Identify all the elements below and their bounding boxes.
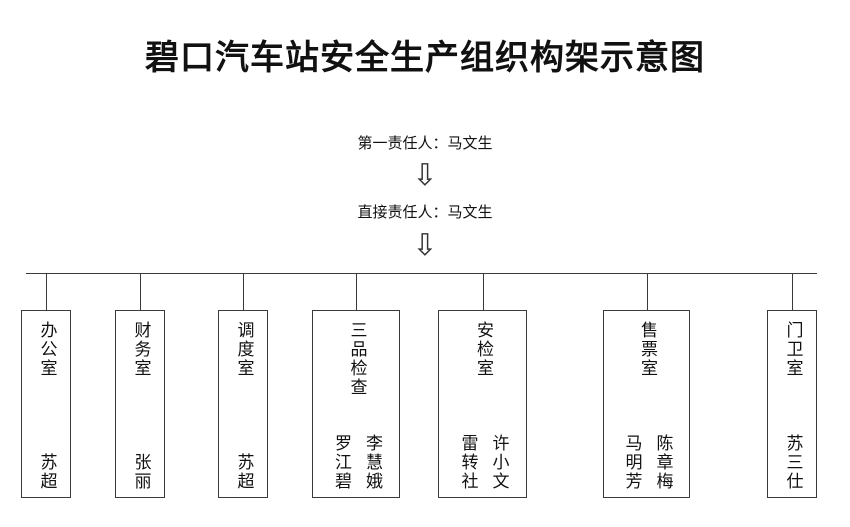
- department-staff-list: 张丽: [130, 453, 151, 491]
- department-staff-list: 苏超: [36, 453, 57, 491]
- department-name: 售票室: [637, 321, 657, 378]
- connector-stem: [647, 273, 648, 310]
- staff-name: 苏超: [36, 453, 57, 491]
- connector-stem: [140, 273, 141, 310]
- staff-name: 李慧娥: [362, 434, 382, 491]
- connector-stem: [46, 273, 47, 310]
- staff-name: 许小文: [488, 434, 509, 491]
- staff-name: 马明芳: [621, 434, 642, 491]
- connector-stem: [483, 273, 484, 310]
- first-responsible-person-label: 第一责任人：马文生: [357, 134, 493, 152]
- staff-name: 陈章梅: [652, 434, 673, 491]
- department-box: 办公室苏超: [21, 310, 71, 498]
- department-name: 调度室: [233, 321, 254, 378]
- department-box: 售票室陈章梅马明芳: [603, 310, 690, 498]
- staff-name: 雷转社: [457, 434, 478, 491]
- org-connector-bus: [26, 273, 817, 274]
- department-name: 门卫室: [782, 321, 803, 378]
- department-box: 财务室张丽: [115, 310, 165, 498]
- department-name: 安检室: [473, 321, 493, 378]
- staff-name: 苏超: [233, 453, 254, 491]
- direct-responsible-person-label: 直接责任人：马文生: [357, 203, 493, 221]
- page-title: 碧口汽车站安全生产组织构架示意图: [145, 38, 705, 78]
- down-arrow-icon: ⇩: [412, 158, 438, 193]
- department-staff-list: 苏超: [233, 453, 254, 491]
- department-name: 办公室: [36, 321, 57, 378]
- department-staff-list: 陈章梅马明芳: [621, 434, 673, 491]
- staff-name: 罗江碧: [331, 434, 351, 491]
- down-arrow-icon: ⇩: [412, 228, 438, 263]
- connector-stem: [356, 273, 357, 310]
- department-box: 调度室苏超: [218, 310, 268, 498]
- staff-name: 张丽: [130, 453, 151, 491]
- department-box: 三品检查李慧娥罗江碧: [312, 310, 400, 498]
- department-staff-list: 李慧娥罗江碧: [330, 434, 382, 491]
- department-name: 三品检查: [346, 321, 367, 397]
- department-box: 安检室许小文雷转社: [438, 310, 527, 498]
- staff-name: 苏三仕: [782, 434, 803, 491]
- department-staff-list: 许小文雷转社: [457, 434, 509, 491]
- connector-stem: [243, 273, 244, 310]
- department-name: 财务室: [130, 321, 151, 378]
- connector-stem: [792, 273, 793, 310]
- department-staff-list: 苏三仕: [782, 434, 803, 491]
- department-box: 门卫室苏三仕: [767, 310, 817, 498]
